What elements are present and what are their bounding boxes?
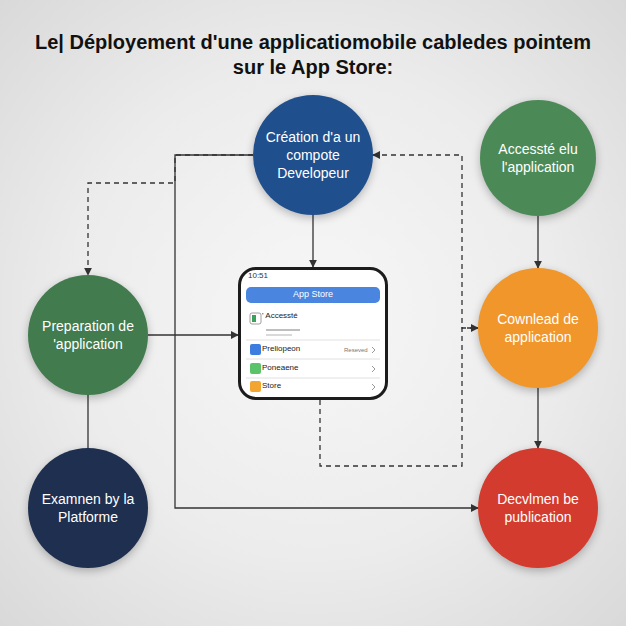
row-icon [250,363,261,374]
app-icon-mark [252,315,256,322]
text-placeholder [266,334,292,336]
row-separator [246,340,380,341]
row-icon [250,344,261,355]
node-label: Examnen by la Platforme [38,490,138,526]
node-label: Accessté elu l'application [488,140,588,176]
process-circle: Preparation de 'application [28,275,148,395]
app-icon [250,313,261,324]
text-placeholder [266,329,300,331]
node-label: Cownlead de application [488,310,588,346]
row-separator [246,359,380,360]
phone-mockup: 10:51App Store ' AccesstéPreliopeon Reseve… [238,267,388,400]
process-circle: Cownlead de application [478,268,598,388]
phone-screen [240,269,386,398]
diagram-title: Le| Déployement d'une applicatiomobile c… [20,30,606,80]
flow-connector [373,155,478,328]
flow-connector [312,215,313,267]
screen-text: 10:51 [248,271,268,281]
node-label: Création d'a un compote Developeur [263,128,363,182]
screen-text: Store [262,381,281,391]
flow-connector [148,334,238,335]
node-label: Preparation de 'application [38,317,138,353]
chevron [372,347,375,390]
process-circle: Examnen by la Platforme [28,448,148,568]
process-circle: Création d'a un compote Developeur [253,95,373,215]
row-icon [250,381,261,392]
node-label: Decvlmen be publication [488,490,588,526]
flow-connector [537,388,538,448]
process-circle: Decvlmen be publication [478,448,598,568]
screen-text: Poneaene [262,363,298,373]
screen-text: Reseved [344,345,368,355]
process-circle: Accessté elu l'application [480,100,596,216]
flow-connector [88,155,253,275]
screen-text: App Store [241,289,385,299]
screen-text: Preliopeon [262,344,300,354]
row-separator [246,378,380,379]
screen-text: ' Accessté [262,311,298,321]
flow-connector [537,216,538,268]
flow-connector [87,395,88,448]
